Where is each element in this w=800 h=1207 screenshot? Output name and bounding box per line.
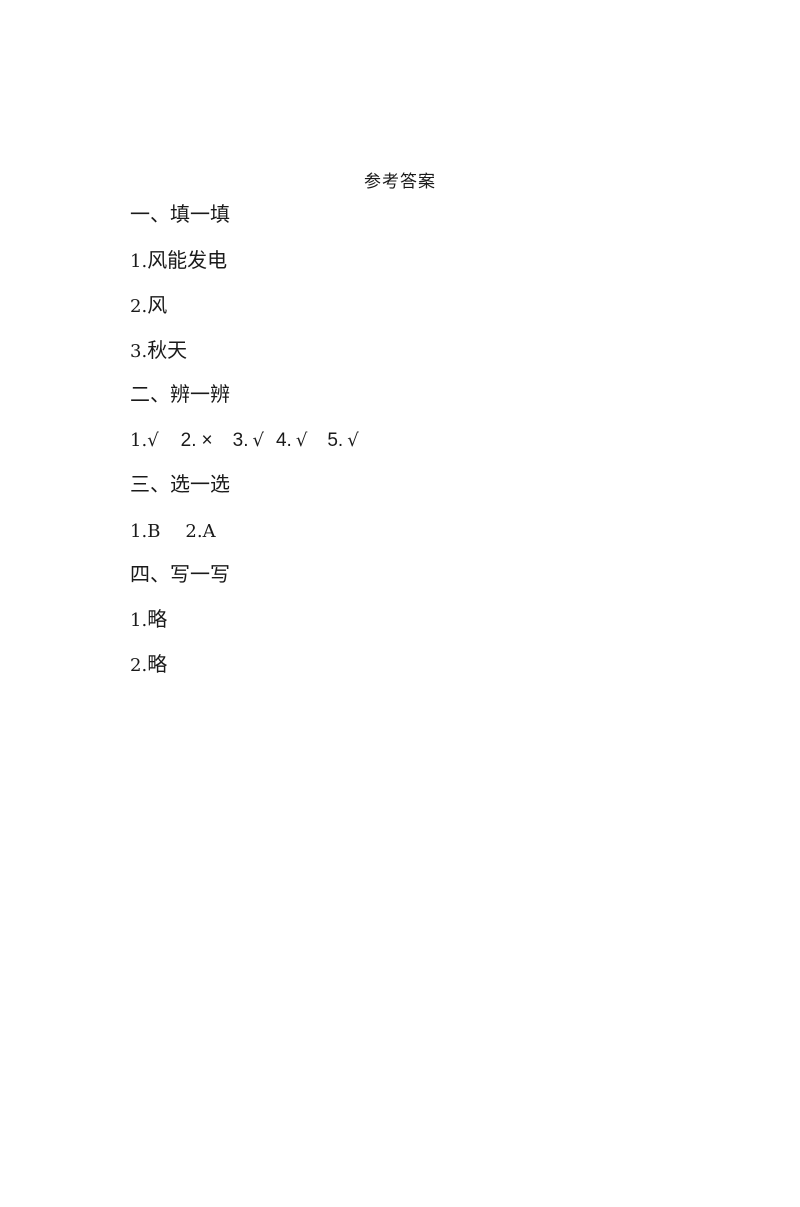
- check-mark: √: [147, 430, 159, 451]
- answer-number: 2.: [185, 521, 203, 542]
- item-text: 略: [147, 652, 168, 676]
- list-item: 3.秋天: [130, 336, 187, 366]
- item-text: 略: [147, 607, 168, 631]
- item-text: 风能发电: [147, 248, 228, 272]
- section-heading-choose: 三、选一选: [130, 472, 230, 496]
- item-number: 3.: [130, 341, 148, 362]
- choice-letter: B: [147, 521, 161, 542]
- answer-number: 3.: [232, 430, 249, 451]
- answer-number: 1.: [130, 521, 148, 542]
- cross-mark: ×: [201, 430, 213, 451]
- answer-number: 4.: [275, 430, 292, 451]
- check-mark: √: [295, 430, 308, 451]
- item-number: 2.: [130, 655, 148, 676]
- list-item: 1.风能发电: [130, 246, 227, 276]
- answer-number: 2.: [180, 430, 197, 451]
- page-title: 参考答案: [364, 172, 436, 192]
- choice-letter: A: [202, 521, 216, 542]
- section-heading-judge: 二、辨一辨: [130, 382, 230, 406]
- item-number: 1.: [130, 610, 148, 631]
- item-text: 风: [147, 293, 168, 317]
- section-heading-write: 四、写一写: [130, 562, 230, 586]
- judge-answers-row: 1.√2.×3.√4.√5.√: [130, 425, 359, 455]
- list-item: 1.略: [130, 605, 167, 635]
- item-number: 2.: [130, 296, 148, 317]
- check-mark: √: [252, 430, 264, 451]
- answer-number: 1.: [130, 430, 148, 451]
- item-text: 秋天: [147, 338, 188, 362]
- list-item: 2.略: [130, 650, 167, 680]
- section-heading-fill: 一、填一填: [130, 202, 230, 226]
- item-number: 1.: [130, 251, 148, 272]
- answer-number: 5.: [327, 430, 344, 451]
- check-mark: √: [347, 430, 359, 451]
- list-item: 2.风: [130, 291, 167, 321]
- choose-answers-row: 1.B 2.A: [130, 516, 216, 546]
